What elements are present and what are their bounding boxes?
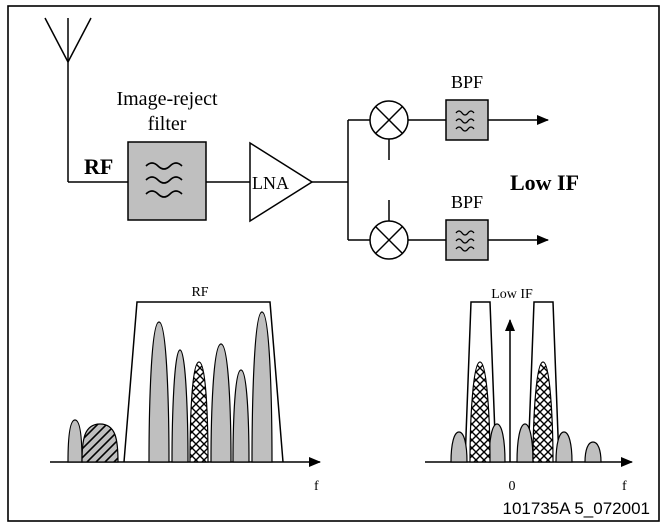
bpf-bottom-block xyxy=(445,219,489,261)
if-axis-f-label: f xyxy=(622,479,627,494)
low-if-spectrum: f 0 Low IF xyxy=(425,287,633,494)
low-if-spectrum-title: Low IF xyxy=(491,287,533,302)
signal-lobe xyxy=(148,321,170,463)
bpf-top-label: BPF xyxy=(451,72,483,92)
rf-filter-outline xyxy=(123,301,284,463)
bpf-bottom-label: BPF xyxy=(451,192,483,212)
signal-lobe xyxy=(584,441,602,463)
signal-lobe xyxy=(450,431,468,463)
wanted-lobe xyxy=(189,361,209,463)
image-lobe xyxy=(81,423,119,463)
image-reject-label-line1: Image-reject xyxy=(116,88,217,110)
rf-spectrum-title: RF xyxy=(191,285,208,300)
signal-lobe xyxy=(232,369,250,463)
splitter-lines xyxy=(312,119,370,241)
rf-input-label: RF xyxy=(84,154,113,179)
signal-lobe xyxy=(67,419,83,463)
image-reject-filter xyxy=(127,141,207,221)
low-if-output-label: Low IF xyxy=(510,170,579,195)
signal-lobe xyxy=(555,431,573,463)
lna-label: LNA xyxy=(252,173,289,193)
mixer-icon xyxy=(369,200,409,260)
figure-id-label: 101735A 5_072001 xyxy=(503,499,651,518)
mixer-icon xyxy=(369,100,409,160)
wanted-lobe xyxy=(469,361,491,463)
if-axis-zero-label: 0 xyxy=(509,479,516,494)
filter-wave-icon xyxy=(145,162,183,198)
signal-lobe xyxy=(171,349,189,463)
filter-wave-icon xyxy=(455,110,475,132)
image-reject-label-line2: filter xyxy=(148,113,187,135)
rf-axis-f-label: f xyxy=(314,479,319,494)
antenna-icon xyxy=(44,17,92,182)
signal-lobe xyxy=(251,311,273,463)
filter-wave-icon xyxy=(455,230,475,252)
if-filter-outline xyxy=(527,301,560,463)
wanted-lobe xyxy=(532,361,554,463)
lna-amplifier xyxy=(249,141,314,223)
signal-lobe xyxy=(210,343,232,463)
bpf-top-block xyxy=(445,99,489,141)
if-filter-outline xyxy=(464,301,497,463)
rf-spectrum: f RF xyxy=(50,285,321,494)
